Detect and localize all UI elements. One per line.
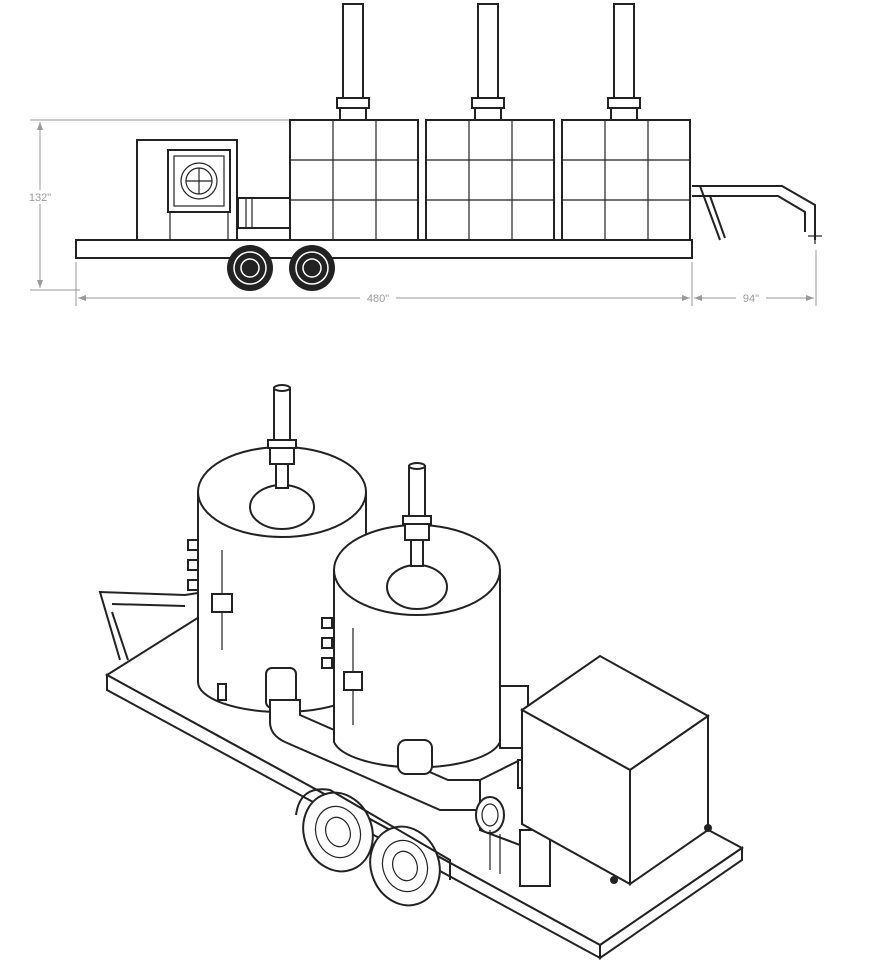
trailer-tongue-side [692,185,822,244]
wheel-iso-2 [369,825,441,907]
wheel-side-1 [227,245,273,291]
blower-enclosure-side [136,139,238,241]
wheel-side-2 [289,245,335,291]
side-elevation-view: 132" 480" 94" [24,3,822,306]
length-dimension: 480" 94" [75,250,817,306]
wheel-iso-1 [302,791,374,873]
height-dimension: 132" [24,119,290,291]
control-enclosure-iso [520,654,712,886]
isometric-view [98,384,744,960]
height-dimension-label: 132" [29,192,51,204]
vessel-iso-2 [321,462,501,775]
tongue-dimension-label: 94" [743,293,759,305]
fender-iso [295,788,451,880]
vessel-module-2 [425,3,555,241]
vessel-module-3 [561,3,691,241]
vessel-iso-1 [187,384,367,713]
duct-side [237,197,291,229]
trailer-deck-side [75,239,693,259]
length-dimension-label: 480" [367,293,389,305]
vessel-module-1 [289,3,419,241]
